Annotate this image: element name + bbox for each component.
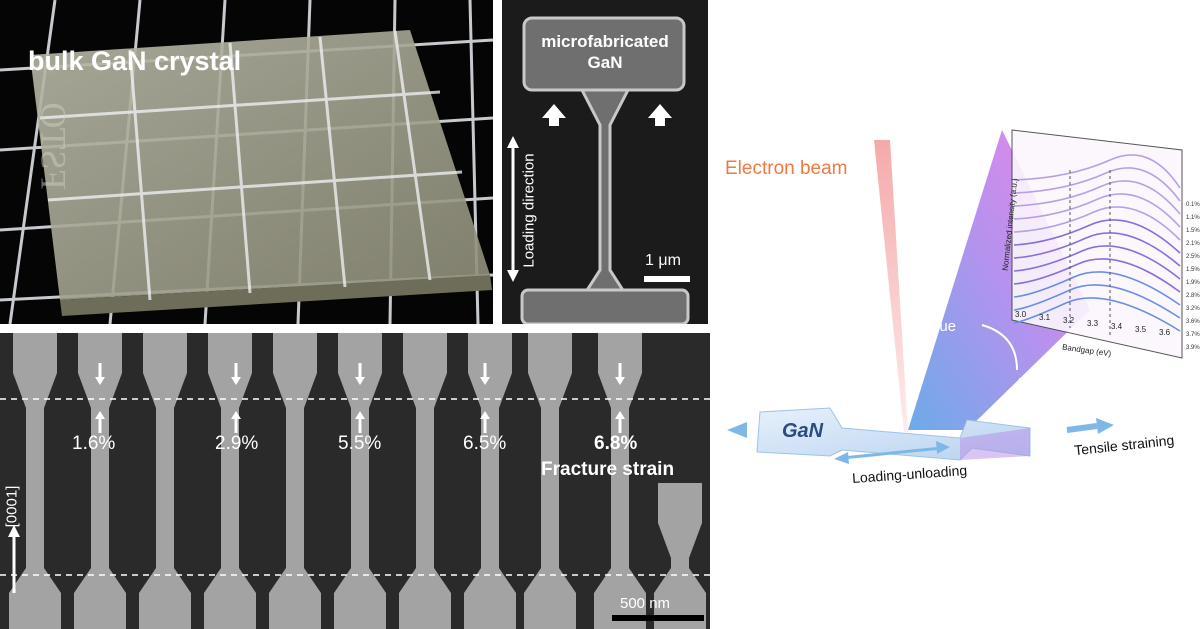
spectrum-curve — [1013, 258, 1181, 293]
pillar — [204, 333, 256, 629]
curve-strain-label: 1.5% — [1186, 267, 1200, 273]
spectrum-plot — [1011, 129, 1183, 359]
spectrum-curve — [1013, 193, 1181, 228]
pillar — [524, 333, 576, 629]
spectrum-curve — [1013, 297, 1181, 332]
curve-strain-label: 3.9% — [1186, 345, 1200, 351]
spectrum-curve — [1013, 232, 1181, 267]
pillar — [464, 333, 516, 629]
micro-label-line2: GaN — [587, 53, 623, 72]
shift-arrow — [981, 324, 1018, 371]
electron-beam-label: Electron beam — [725, 158, 848, 179]
spectrum-curve — [1013, 180, 1181, 215]
crystal-label: bulk GaN crystal — [28, 46, 242, 76]
x-tick-label: 3.4 — [1111, 322, 1123, 331]
strain-label-4: 6.5% — [463, 433, 507, 454]
pillar — [139, 333, 191, 629]
pillar — [9, 333, 61, 629]
x-tick-label: 3.1 — [1039, 313, 1051, 322]
curve-strain-label: 3.7% — [1186, 332, 1200, 338]
blue-label: Blue — [926, 318, 957, 335]
pillar — [399, 333, 451, 629]
spectrum-curve — [1013, 284, 1181, 319]
engraving-text: FSTO — [33, 102, 74, 190]
strain-array-panel: 1.6% 2.9% 5.5% 6.5% 6.8% Fracture strain… — [0, 333, 710, 629]
x-tick-label: 3.6 — [1159, 328, 1171, 337]
bulk-crystal-panel: FSTO bulk GaN crystal — [0, 0, 493, 324]
curve-strain-label: 3.2% — [1186, 306, 1200, 312]
crystal-grid-photo — [0, 0, 493, 324]
scale-bar-500nm — [612, 615, 704, 621]
x-tick-label: 3.0 — [1015, 310, 1027, 319]
emission-cone — [908, 130, 1090, 430]
spectrum-curve — [1013, 167, 1181, 202]
curve-strain-label: 1.1% — [1186, 215, 1200, 221]
spectrum-curve — [1013, 154, 1181, 189]
strain-label-1: 1.6% — [72, 433, 116, 454]
curve-strain-label: 2.1% — [1186, 241, 1200, 247]
scale-bar-1um — [644, 276, 690, 282]
x-tick-label: 3.5 — [1135, 325, 1147, 334]
fracture-strain-label: Fracture strain — [541, 459, 675, 480]
loading-direction-label: Loading direction — [520, 153, 538, 268]
array-scale-label: 500 nm — [620, 595, 671, 612]
curve-strain-label: 1.5% — [1186, 228, 1200, 234]
spectrum-curve — [1013, 271, 1181, 306]
pillar — [74, 333, 126, 629]
pillar-array — [0, 333, 710, 629]
gan-specimen — [756, 407, 1031, 461]
curve-strain-label: 0.1% — [1186, 202, 1200, 208]
axis-label-0001: [0001] — [3, 485, 21, 528]
dogbone-sem — [507, 16, 690, 324]
uv-label: UV — [1018, 375, 1039, 392]
curve-strain-label: 2.8% — [1186, 293, 1200, 299]
x-tick-label: 3.3 — [1087, 319, 1099, 328]
curve-strain-label: 2.5% — [1186, 254, 1200, 260]
strain-label-2: 2.9% — [215, 433, 259, 454]
strain-label-3: 5.5% — [338, 433, 382, 454]
cl-schematic-panel: Electron beam Blue UV GaN Tensile strain… — [712, 0, 1200, 629]
electron-beam — [874, 140, 908, 432]
micro-scale-label: 1 μm — [645, 252, 681, 269]
pillar — [654, 483, 706, 629]
spectrum-curve — [1013, 245, 1181, 280]
x-tick-label: 3.2 — [1063, 316, 1075, 325]
pillar — [594, 333, 646, 629]
strain-label-5: 6.8% — [594, 433, 638, 454]
micro-label-line1: microfabricated — [541, 32, 669, 51]
schematic-drawing — [727, 129, 1183, 464]
gan-label: GaN — [782, 420, 824, 442]
pillar — [269, 333, 321, 629]
pillar — [334, 333, 386, 629]
curve-strain-label: 3.6% — [1186, 319, 1200, 325]
spectrum-curve — [1013, 219, 1181, 254]
microfabricated-panel: microfabricated GaN Loading direction 1 … — [502, 0, 708, 324]
curve-strain-label: 1.9% — [1186, 280, 1200, 286]
spectrum-curve — [1013, 206, 1181, 241]
